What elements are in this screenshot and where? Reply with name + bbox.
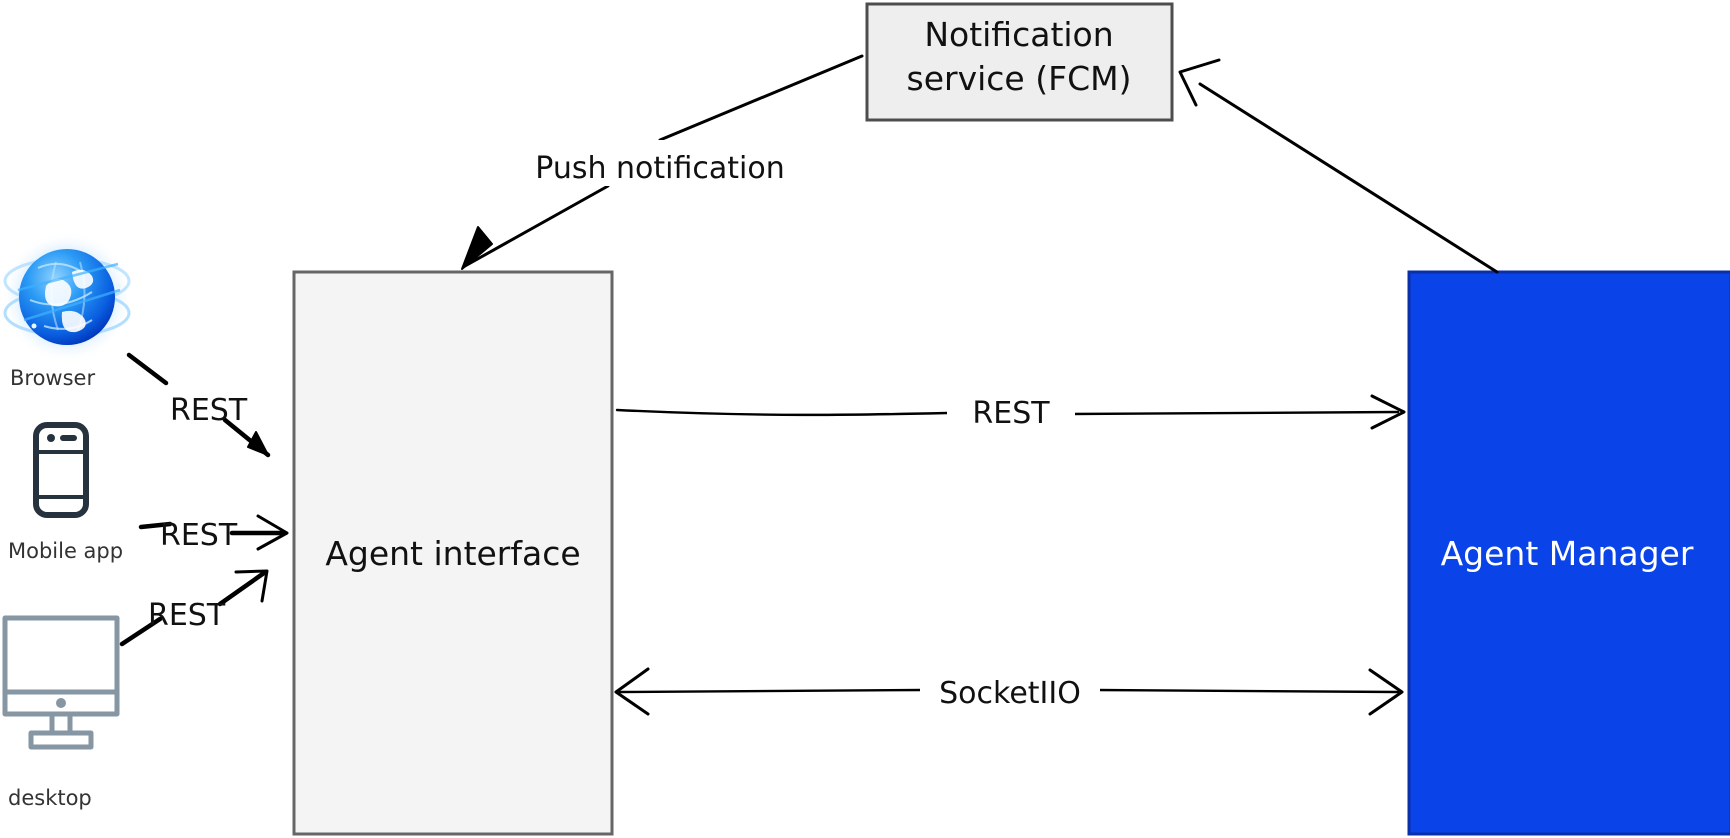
node-agent-manager[interactable]: Agent Manager xyxy=(1407,270,1730,836)
edge-label-mobile-rest: REST xyxy=(160,518,238,553)
agent-manager-label: Agent Manager xyxy=(1441,534,1694,573)
smartphone-icon xyxy=(33,422,89,518)
notification-service-label-line1: Notification xyxy=(924,15,1113,54)
edge-browser-to-interface: REST xyxy=(126,352,271,458)
edge-label-desktop-rest: REST xyxy=(148,598,226,633)
edge-notification-to-interface: Push notification xyxy=(461,54,864,270)
edge-label-bg-push xyxy=(505,140,815,186)
agent-interface-box[interactable] xyxy=(292,270,614,836)
edge-label-push-notification: Push notification xyxy=(535,151,784,186)
globe-icon xyxy=(1,231,133,363)
edge-desktop-to-interface: REST xyxy=(119,569,269,647)
edge-label-bg-rest xyxy=(947,388,1075,432)
edge-label-bg-socket xyxy=(920,666,1100,714)
agent-interface-label: Agent interface xyxy=(325,534,580,573)
edge-label-socketio: SocketIIO xyxy=(939,676,1081,711)
node-agent-interface[interactable]: Agent interface xyxy=(292,270,614,836)
edge-interface-to-manager-rest: REST xyxy=(615,388,1406,432)
notification-service-label-line2: service (FCM) xyxy=(907,59,1132,98)
agent-manager-box[interactable] xyxy=(1407,270,1730,836)
edge-interface-manager-socket: SocketIIO xyxy=(614,666,1404,716)
edge-manager-to-notification xyxy=(1178,58,1499,274)
notification-service-box[interactable] xyxy=(865,2,1174,122)
mobile-app-label: Mobile app xyxy=(8,539,123,563)
node-notification-service[interactable]: Notification service (FCM) xyxy=(865,2,1174,122)
monitor-icon xyxy=(2,615,120,750)
browser-label: Browser xyxy=(10,366,95,390)
edge-mobile-to-interface: REST xyxy=(138,514,289,553)
desktop-label: desktop xyxy=(8,786,92,810)
edge-label-browser-rest: REST xyxy=(170,393,248,428)
edge-label-interface-manager-rest: REST xyxy=(972,396,1050,431)
